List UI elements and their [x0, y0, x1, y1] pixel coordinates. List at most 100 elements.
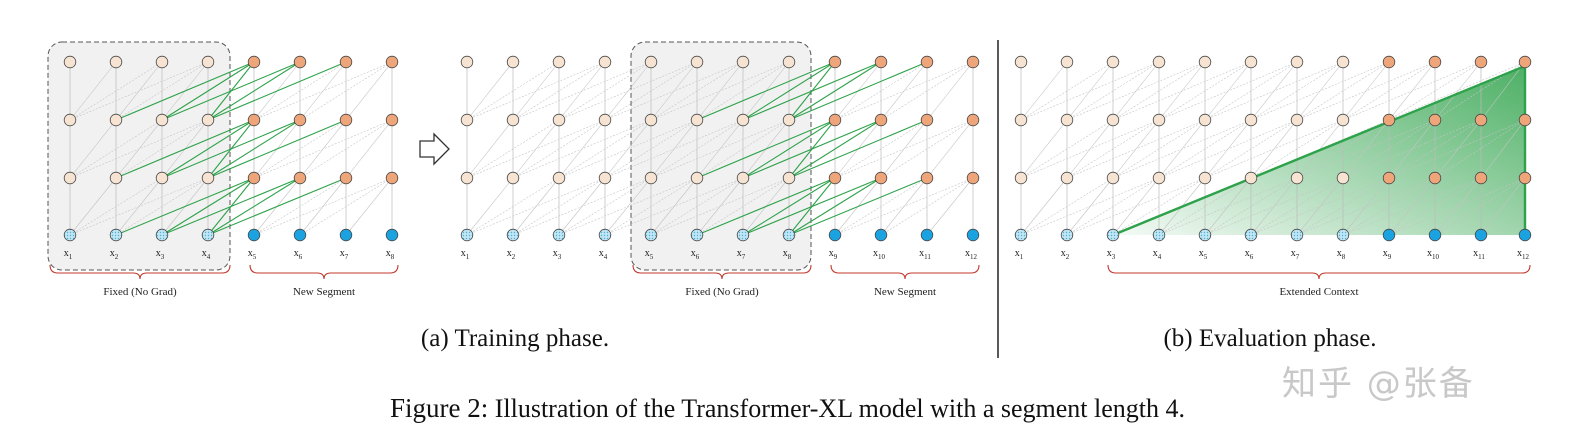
panel-a-right-input-node	[644, 228, 658, 242]
panel-a-right-memory-edge	[788, 177, 928, 236]
panel-b-edge	[1020, 177, 1160, 236]
panel-a-left-hidden-node	[247, 55, 261, 69]
panel-b-edge	[1296, 61, 1436, 121]
panel-a-left-hidden-node	[155, 113, 169, 127]
panel-a-right-edge	[696, 177, 790, 236]
panel-a-left-edge	[345, 119, 393, 179]
panel-b-token-label: x6	[1245, 248, 1254, 261]
panel-a-left-memory-edge	[161, 119, 255, 179]
panel-b-edge	[1388, 61, 1526, 121]
panel-a-right-memory-edge	[696, 177, 836, 236]
panel-a-right-token-label: x10	[873, 248, 886, 261]
panel-a-right-memory-edge	[788, 61, 882, 121]
panel-a-left-input-node	[63, 228, 77, 242]
panel-b-edge	[1020, 61, 1114, 121]
panel-a-left-edge	[345, 177, 393, 236]
panel-a-left-token-label: x8	[386, 248, 395, 261]
new-segment-right-brace-label: New Segment	[874, 286, 936, 298]
panel-a-left-hidden-node	[155, 55, 169, 69]
panel-b-edge	[1066, 61, 1206, 121]
panel-b-edge	[1112, 119, 1206, 179]
panel-a-left-edge	[253, 119, 347, 179]
panel-a-left-edge	[69, 61, 209, 121]
panel-b-hidden-node	[1382, 171, 1396, 185]
panel-a-right-edge	[880, 61, 974, 121]
panel-b-input-node	[1244, 228, 1258, 242]
panel-a-left-edge	[69, 177, 117, 236]
panel-b-edge	[1020, 61, 1068, 121]
panel-a-right-edge	[834, 177, 974, 236]
panel-a-left-edge	[69, 119, 209, 179]
panel-b-input-node	[1382, 228, 1396, 242]
panel-a-right-hidden-node	[736, 113, 750, 127]
panel-b-edge	[1434, 177, 1482, 236]
panel-a-left-memory-edge	[161, 177, 301, 236]
fixed-no-grad-box-left	[47, 41, 231, 271]
panel-a-right-memory-edge	[696, 61, 836, 121]
panel-b-edge	[1204, 119, 1298, 179]
panel-a-left-memory-edge	[207, 177, 301, 236]
panel-a-left-input-node	[247, 228, 261, 242]
panel-b-edge	[1250, 61, 1344, 121]
panel-a-right-hidden-node	[920, 171, 934, 185]
panel-b-hidden-node	[1474, 55, 1488, 69]
panel-a-right-hidden-node	[598, 171, 612, 185]
panel-a-right-hidden-node	[598, 55, 612, 69]
panel-a-right-edge	[604, 177, 698, 236]
panel-a-right-edge	[558, 119, 652, 179]
panel-b-edge	[1342, 61, 1482, 121]
panel-a-left-hidden-node	[293, 171, 307, 185]
panel-a-right-input-node	[828, 228, 842, 242]
panel-b-edge	[1204, 119, 1344, 179]
panel-a-right-hidden-node	[690, 171, 704, 185]
panel-a-right-edge	[512, 119, 652, 179]
panel-b-hidden-node	[1060, 113, 1074, 127]
extended-context-brace-label: Extended Context	[1279, 286, 1358, 298]
panel-b-token-label: x8	[1337, 248, 1346, 261]
panel-b-edge	[1204, 61, 1344, 121]
panel-a-right-edge	[558, 119, 698, 179]
panel-b-edge	[1388, 119, 1526, 179]
panel-b-hidden-node	[1518, 171, 1532, 185]
panel-a-left-edge	[253, 119, 393, 179]
watermark: 知乎 @张备	[1282, 364, 1475, 404]
panel-a-right-edge	[650, 177, 744, 236]
figure-label: Figure 2:	[389, 393, 489, 423]
panel-a-right-edge	[466, 177, 560, 236]
panel-a-left-memory-edge	[161, 61, 301, 121]
panel-b-edge	[1434, 119, 1526, 179]
panel-b-edge	[1250, 177, 1344, 236]
panel-b-hidden-node	[1106, 113, 1120, 127]
panel-b-edge	[1296, 119, 1390, 179]
panel-a-right-token-label: x2	[507, 248, 516, 261]
panel-a-right-edge	[604, 61, 698, 121]
panel-a-left-edge	[115, 61, 209, 121]
panel-a-right-hidden-node	[920, 113, 934, 127]
panel-b-edge	[1158, 177, 1252, 236]
panel-b-input-node	[1060, 228, 1074, 242]
panel-b-hidden-node	[1014, 113, 1028, 127]
panel-b-hidden-node	[1428, 171, 1442, 185]
panel-a-left-token-label: x7	[340, 248, 349, 261]
panel-a-right-edge	[512, 177, 606, 236]
panel-b-hidden-node	[1060, 55, 1074, 69]
panel-b-edge	[1250, 177, 1390, 236]
panel-a-left-hidden-node	[109, 113, 123, 127]
panel-a-left-hidden-node	[293, 55, 307, 69]
panel-a-left-edge	[253, 61, 393, 121]
panel-a-right-hidden-node	[828, 113, 842, 127]
panel-a-left-token-label: x1	[64, 248, 73, 261]
panel-b-hidden-node	[1474, 113, 1488, 127]
panel-a-left-hidden-node	[109, 55, 123, 69]
panel-b-hidden-node	[1336, 113, 1350, 127]
panel-a-left-edge	[253, 177, 393, 236]
panel-a-right-memory-edge	[742, 61, 836, 121]
panel-a-right-hidden-node	[644, 55, 658, 69]
panel-a-right-token-label: x1	[461, 248, 470, 261]
figure-caption: Figure 2: Illustration of the Transforme…	[0, 393, 1575, 424]
panel-b-edge	[1434, 119, 1482, 179]
panel-b-edge	[1388, 61, 1482, 121]
panel-b-edge	[1480, 61, 1526, 121]
panel-a-right-memory-edge	[788, 61, 928, 121]
